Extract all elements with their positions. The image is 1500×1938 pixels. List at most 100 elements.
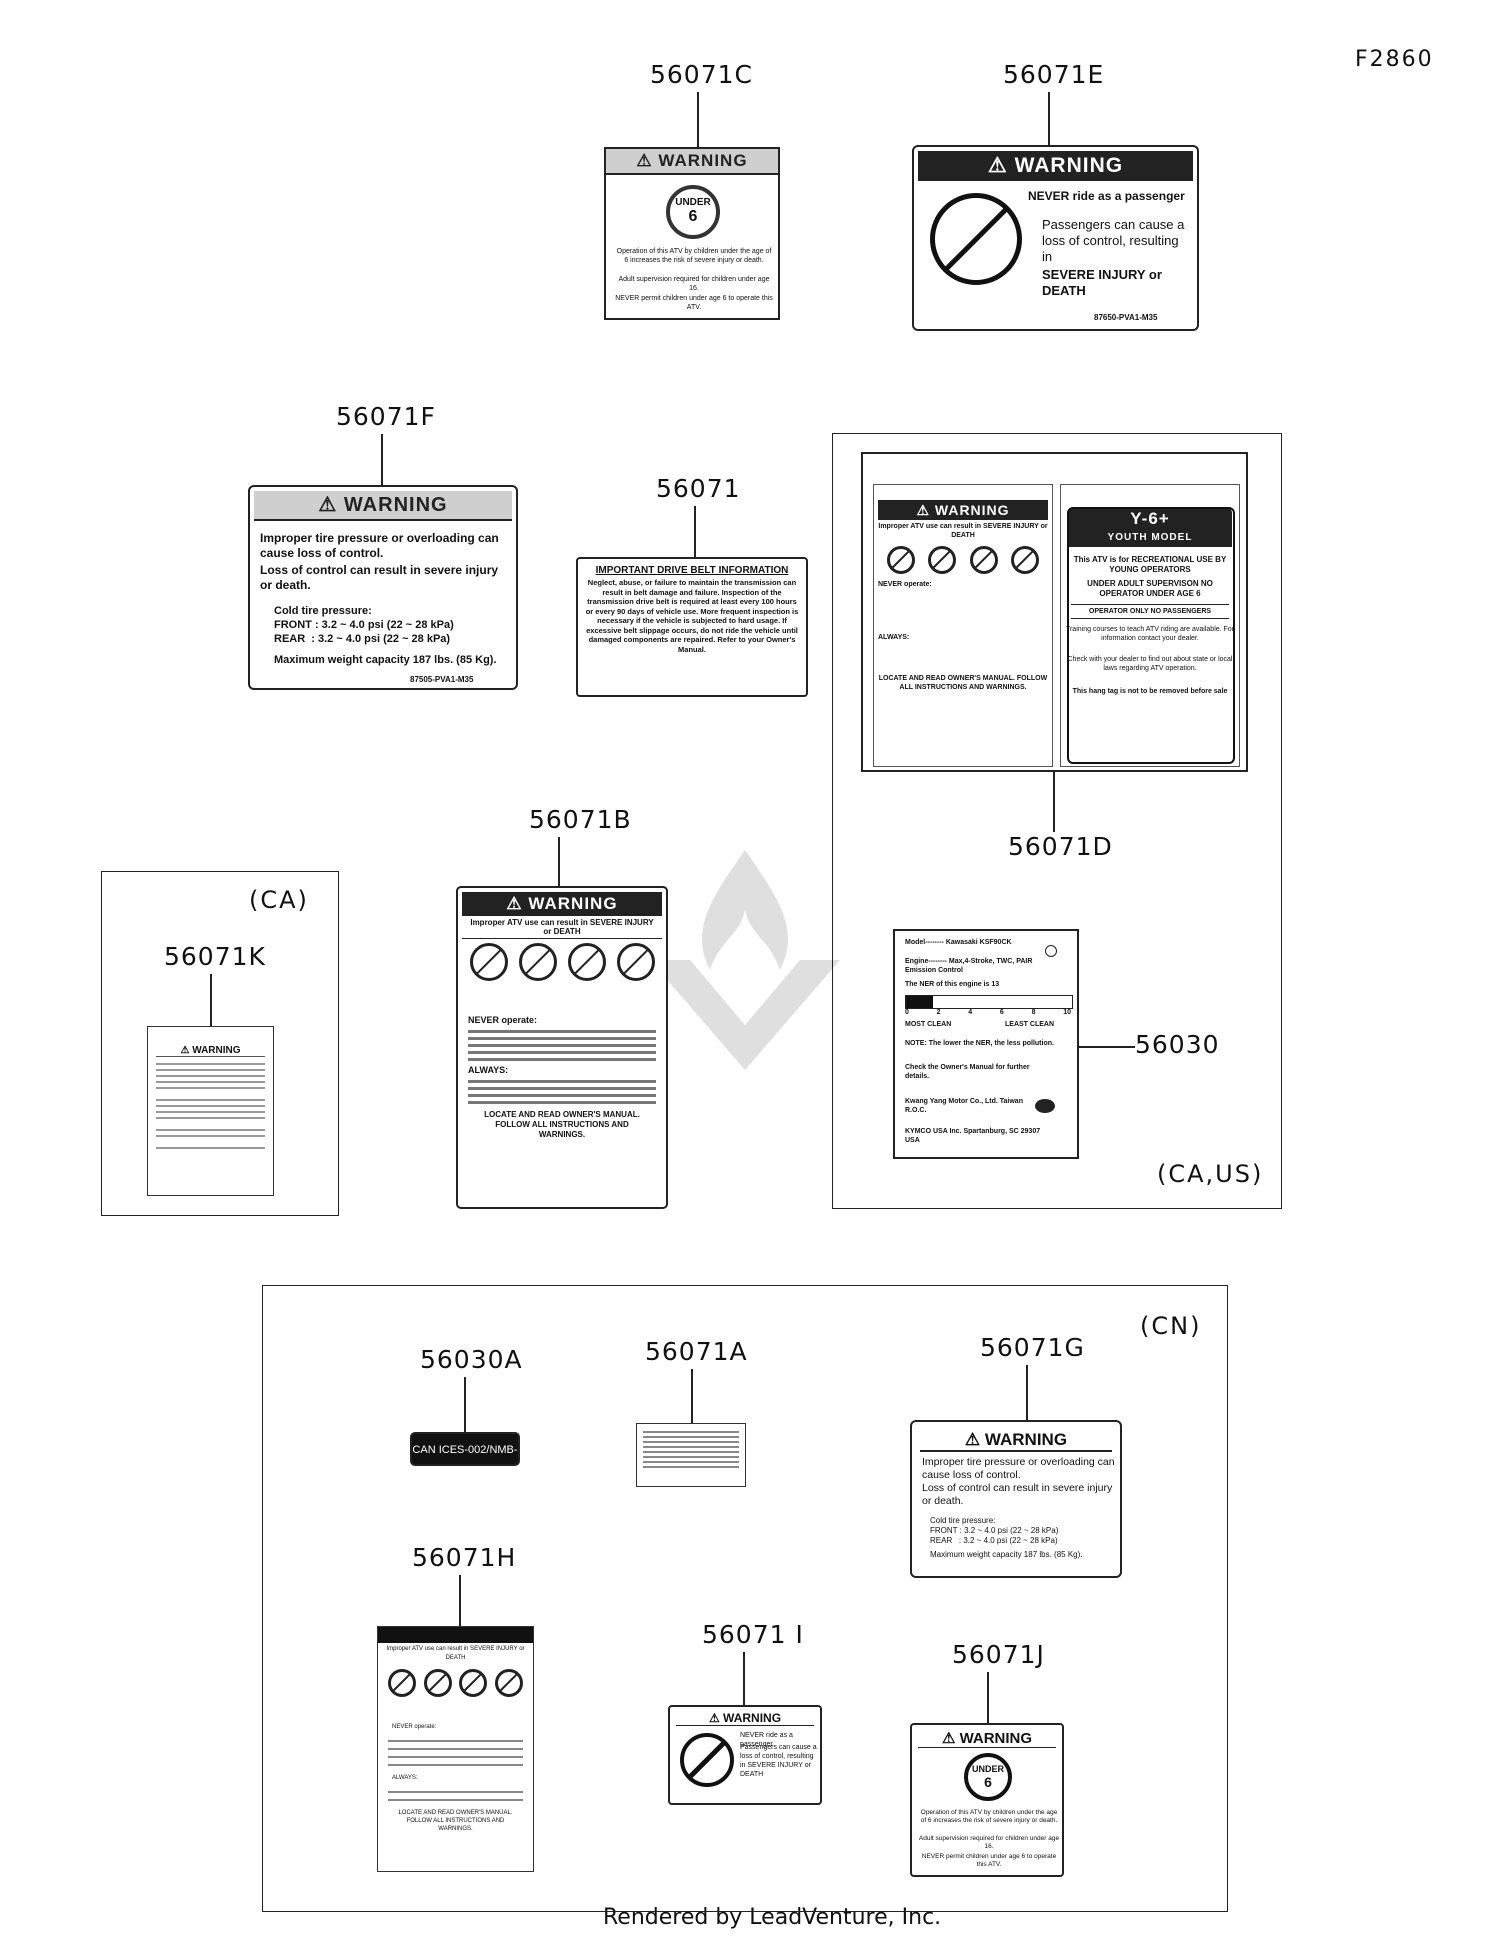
warning-header: ⚠ WARNING xyxy=(918,151,1193,181)
label-56071f[interactable]: ⚠ WARNING Improper tire pressure or over… xyxy=(248,485,518,690)
warning-header: ⚠ WARNING xyxy=(918,1729,1056,1748)
warning-header: ⚠ WARNING xyxy=(878,500,1048,520)
fine-print: NEVER operate: ALWAYS: LOCATE AND READ O… xyxy=(388,1721,523,1835)
label-text: Cold tire pressure: xyxy=(274,605,372,617)
label-text: Improper ATV use can result in SEVERE IN… xyxy=(878,523,1048,539)
no-alcohol-icon xyxy=(495,1669,524,1697)
part-number-56030[interactable]: 56030 xyxy=(1135,1030,1220,1059)
leader-line xyxy=(210,974,212,1027)
label-56071j[interactable]: ⚠ WARNING UNDER 6 Operation of this ATV … xyxy=(910,1723,1064,1877)
label-text: Training courses to teach ATV riding are… xyxy=(1065,626,1235,642)
leader-line xyxy=(1079,1046,1135,1048)
label-text: FRONT : 3.2 ~ 4.0 psi (22 ~ 28 kPa) xyxy=(930,1526,1059,1535)
part-number-56071b[interactable]: 56071B xyxy=(529,805,632,834)
no-passenger-icon xyxy=(459,1669,488,1697)
warning-triangle-icon: ⚠ xyxy=(506,894,529,913)
no-under-6-icon: UNDER 6 xyxy=(964,1753,1012,1801)
warning-triangle-icon: ⚠ xyxy=(916,502,935,518)
label-text: Loss of control can result in severe inj… xyxy=(922,1482,1113,1507)
part-number-56071c[interactable]: 56071C xyxy=(650,60,753,89)
label-text: NOTE: The lower the NER, the less pollut… xyxy=(905,1040,1054,1047)
leader-line xyxy=(691,1369,693,1424)
no-road-icon xyxy=(423,1669,452,1697)
part-number-56071k[interactable]: 56071K xyxy=(164,942,266,971)
warning-header: ⚠ WARNING xyxy=(920,1430,1112,1452)
leader-line xyxy=(459,1575,461,1627)
leader-line xyxy=(1053,772,1055,832)
label-56071b[interactable]: ⚠ WARNING Improper ATV use can result in… xyxy=(456,886,668,1209)
leader-line xyxy=(697,92,699,148)
label-56071d[interactable]: ⚠ WARNING Improper ATV use can result in… xyxy=(861,452,1248,772)
part-number-56071j[interactable]: 56071J xyxy=(952,1640,1045,1669)
label-text: Maximum weight capacity 187 lbs. (85 Kg)… xyxy=(930,1550,1083,1559)
group-box-cn xyxy=(262,1285,1228,1912)
leader-line xyxy=(694,506,696,558)
fine-print: NEVER operate: ALWAYS: LOCATE AND READ O… xyxy=(468,1015,656,1142)
label-56030[interactable]: Model-------- Kawasaki KSF90CK Engine---… xyxy=(893,929,1079,1159)
label-text: Check the Owner's Manual for further det… xyxy=(905,1064,1030,1080)
warning-triangle-icon: ⚠ xyxy=(636,151,659,170)
footer-credit: Rendered by LeadVenture, Inc. xyxy=(603,1905,942,1930)
label-text: Maximum weight capacity 187 lbs. (85 Kg)… xyxy=(274,654,497,666)
warning-triangle-icon: ⚠ xyxy=(964,1430,985,1449)
label-text: MOST CLEAN xyxy=(905,1021,952,1028)
label-56071c[interactable]: ⚠ WARNING UNDER 6 Operation of this ATV … xyxy=(604,147,780,320)
mount-hole xyxy=(1045,945,1057,957)
label-text: NEVER operate: xyxy=(878,581,932,588)
warning-triangle-icon: ⚠ xyxy=(941,1730,960,1747)
part-number-56071[interactable]: 56071 xyxy=(656,474,741,503)
label-text: Improper tire pressure or overloading ca… xyxy=(260,531,499,560)
label-text: LEAST CLEAN xyxy=(1005,1021,1054,1028)
no-passenger-icon xyxy=(680,1733,734,1787)
leader-line xyxy=(1048,92,1050,146)
part-number-56030a[interactable]: 56030A xyxy=(420,1345,523,1374)
figure-code: F2860 xyxy=(1355,47,1434,72)
warning-header: ⚠ WARNING xyxy=(676,1711,814,1726)
no-under-6-icon: UNDER 6 xyxy=(666,185,720,239)
warning-header: ⚠ WARNING xyxy=(156,1045,265,1057)
no-helmet-icon xyxy=(886,546,915,574)
part-number-56071f[interactable]: 56071F xyxy=(336,402,436,431)
part-number-56071h[interactable]: 56071H xyxy=(412,1543,517,1572)
leader-line xyxy=(381,434,383,486)
group-box-ca-us xyxy=(832,433,1282,1209)
label-text: Passengers can cause a loss of control, … xyxy=(740,1744,817,1778)
youth-frame xyxy=(1067,507,1235,764)
label-56071i[interactable]: ⚠ WARNING NEVER ride as a passenger Pass… xyxy=(668,1705,822,1805)
label-56071g[interactable]: ⚠ WARNING Improper tire pressure or over… xyxy=(910,1420,1122,1578)
warning-icon-row xyxy=(874,542,1052,578)
label-56071e[interactable]: ⚠ WARNING NEVER ride as a passenger Pass… xyxy=(912,145,1199,331)
leader-line xyxy=(987,1672,989,1724)
label-text: Operation of this ATV by children under … xyxy=(616,248,772,264)
label-text: This ATV is for RECREATIONAL USE BY YOUN… xyxy=(1073,555,1227,574)
label-text: NEVER permit children under age 6 to ope… xyxy=(615,295,773,311)
label-text: Check with your dealer to find out about… xyxy=(1067,656,1233,672)
no-road-icon xyxy=(928,546,957,574)
label-56071k[interactable]: ⚠ WARNING xyxy=(147,1026,274,1196)
region-ca-label: (CA) xyxy=(249,886,309,914)
region-ca-us-label: (CA,US) xyxy=(1157,1160,1264,1188)
ner-scale-bar xyxy=(905,995,1073,1009)
no-helmet-icon xyxy=(469,943,508,981)
label-text: SEVERE INJURY or DEATH xyxy=(1042,267,1162,298)
label-text: Model-------- Kawasaki KSF90CK xyxy=(905,939,1012,946)
part-number-56071e[interactable]: 56071E xyxy=(1003,60,1105,89)
label-56071-belt[interactable]: IMPORTANT DRIVE BELT INFORMATION Neglect… xyxy=(576,557,808,697)
belt-title: IMPORTANT DRIVE BELT INFORMATION xyxy=(595,565,789,576)
part-number-56071d[interactable]: 56071D xyxy=(1008,832,1113,861)
part-number-56071i[interactable]: 56071 I xyxy=(702,1620,804,1649)
label-text: NEVER ride as a passenger xyxy=(1028,189,1185,203)
part-number-56071a[interactable]: 56071A xyxy=(645,1337,748,1366)
label-text: Neglect, abuse, or failure to maintain t… xyxy=(585,578,799,654)
warning-icon-row xyxy=(458,939,666,985)
region-cn-label: (CN) xyxy=(1140,1312,1202,1340)
no-road-icon xyxy=(518,943,557,981)
label-text: UNDER ADULT SUPERVISON NO OPERATOR UNDER… xyxy=(1087,579,1213,598)
label-56030a[interactable]: CAN ICES-002/NMB-002 xyxy=(410,1432,520,1466)
no-passenger-icon xyxy=(567,943,606,981)
leader-line xyxy=(1026,1365,1028,1421)
label-56071h[interactable]: Improper ATV use can result in SEVERE IN… xyxy=(377,1626,534,1872)
label-56071a[interactable] xyxy=(636,1423,746,1487)
warning-triangle-icon: ⚠ xyxy=(987,154,1015,177)
part-number-56071g[interactable]: 56071G xyxy=(980,1333,1085,1362)
